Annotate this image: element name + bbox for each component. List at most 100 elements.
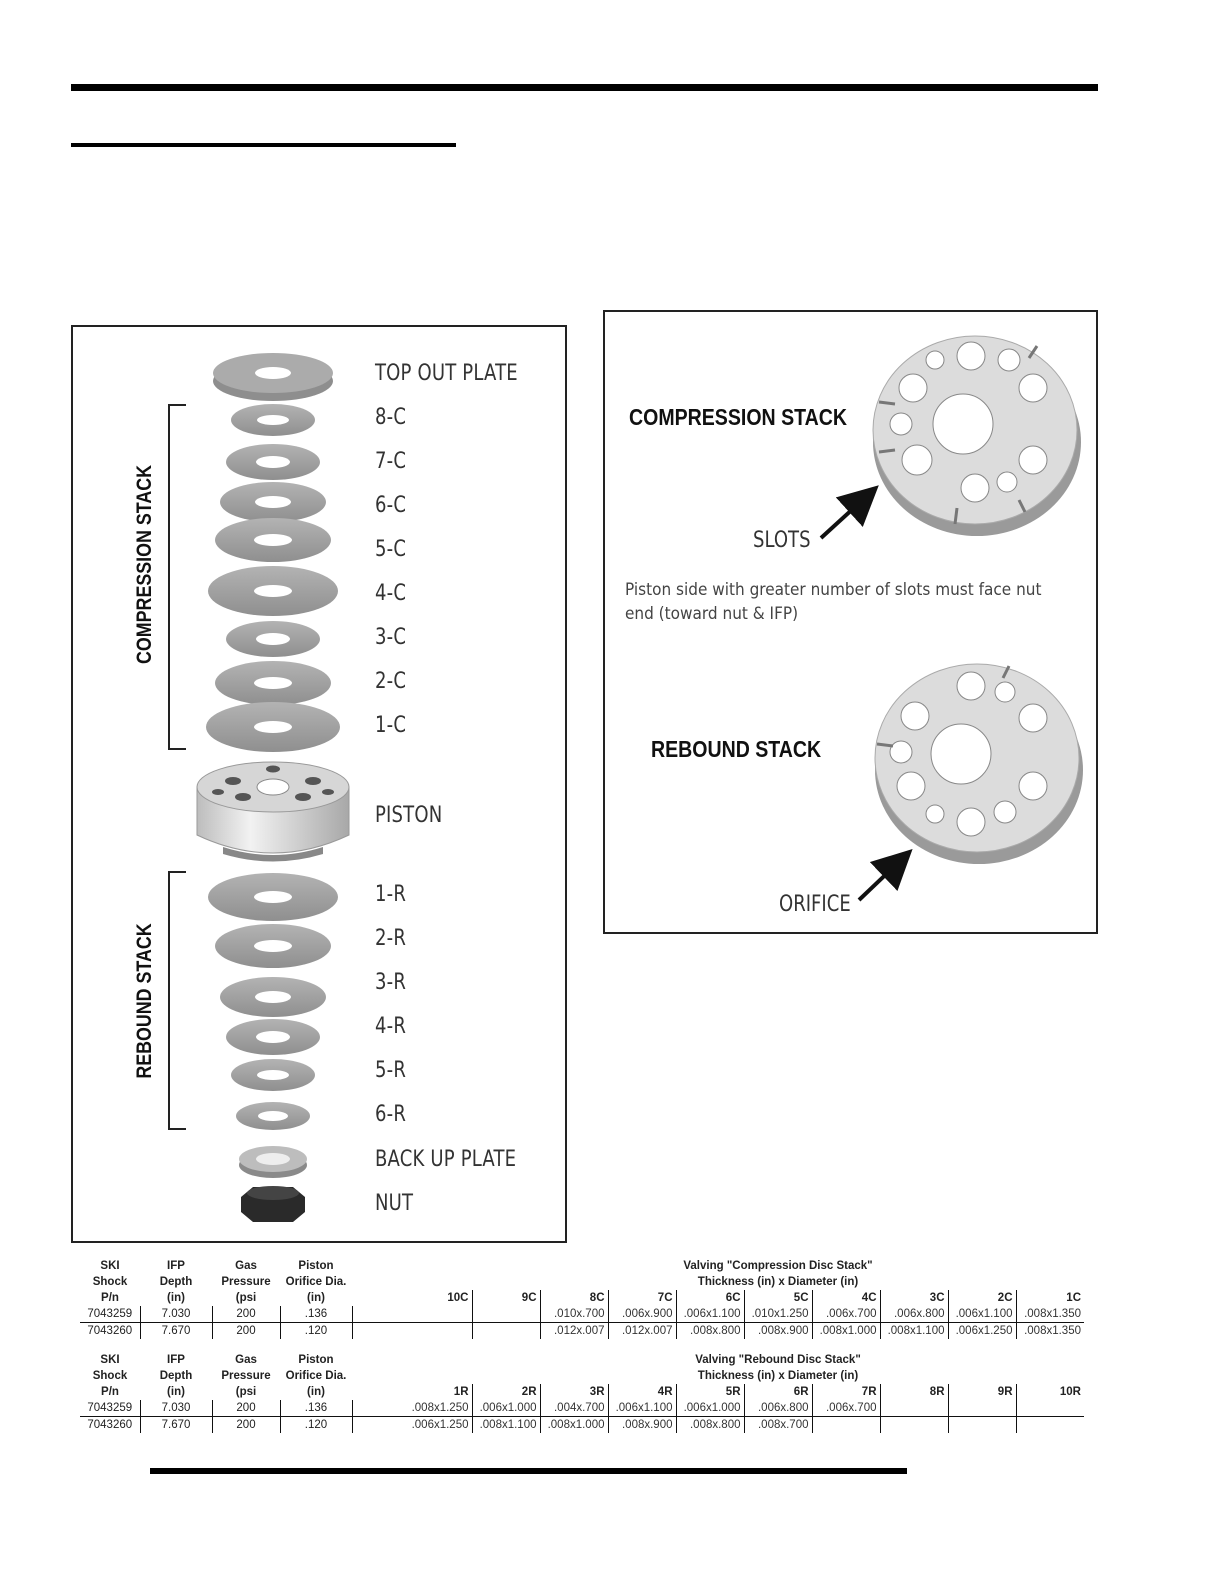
hdr-gas-3: (psi [235,1386,257,1398]
cell-6r: .008x.700 [743,1416,812,1433]
cell-8c: .010x.700 [539,1306,608,1323]
cell-6c: .006x1.100 [675,1306,744,1323]
cell-ifp: 7.030 [139,1306,212,1323]
cell-ifp: 7.670 [139,1322,212,1339]
piston-orientation-diagram: COMPRESSION STACK SLOTS Piston side with… [603,310,1098,934]
hdr-ski-3: P/n [101,1292,119,1304]
compression-side-piston [872,335,1081,536]
col-4r: 4R [607,1384,676,1400]
hdr-gas: Gas [235,1354,257,1366]
hdr-ifp-2: Depth [159,1276,193,1288]
cell-orifice: .136 [279,1306,352,1323]
bottom-rule [150,1468,907,1474]
cell-9r [947,1400,1016,1417]
section-underline [71,143,456,147]
cell-orifice: .136 [279,1400,352,1417]
compression-table-subtitle: Thickness (in) x Diameter (in) [697,1276,859,1288]
cell-5c: .010x1.250 [743,1306,812,1323]
label-3c: 3-C [375,625,407,650]
disc-1c [206,702,340,752]
col-1c: 1C [1015,1290,1084,1306]
compression-bracket [168,404,186,750]
hdr-piston: Piston [298,1260,334,1272]
label-5c: 5-C [375,537,407,562]
col-3c: 3C [879,1290,948,1306]
piston-shape [196,761,350,862]
cell-4r: .008x.900 [607,1416,676,1433]
hdr-ski-3: P/n [101,1386,119,1398]
cell-5c: .008x.900 [743,1322,812,1339]
col-5r: 5R [675,1384,744,1400]
cell-2r: .006x1.000 [471,1400,540,1417]
hdr-ski-2: Shock [92,1276,128,1288]
hdr-ifp-2: Depth [159,1370,193,1382]
label-8c: 8-C [375,405,407,430]
cell-1r: .006x1.250 [351,1416,472,1433]
cell-pn: 7043259 [87,1402,133,1414]
disc-5r [231,1059,315,1091]
cell-5r: .006x1.000 [675,1400,744,1417]
cell-7r [811,1416,880,1433]
hdr-piston: Piston [298,1354,334,1366]
cell-2c: .006x1.100 [947,1306,1016,1323]
label-6c: 6-C [375,493,407,518]
cell-pn: 7043259 [87,1308,133,1320]
cell-5r: .008x.800 [675,1416,744,1433]
disc-6r [236,1102,310,1130]
stack-illustration [168,353,350,1222]
cell-10c [351,1322,472,1339]
cell-10r [1015,1416,1084,1433]
col-10r: 10R [1015,1384,1084,1400]
compression-valving-table: SKI IFP Gas Piston Valving "Compression … [80,1258,1084,1339]
back-up-plate-shape [239,1146,307,1178]
rebound-valving-table: SKI IFP Gas Piston Valving "Rebound Disc… [80,1352,1084,1433]
label-6r: 6-R [375,1102,407,1127]
cell-8r [879,1400,948,1417]
hdr-piston-2: Orifice Dia. [285,1276,347,1288]
cell-4r: .006x1.100 [607,1400,676,1417]
disc-2r [215,924,331,968]
rebound-stack-heading: REBOUND STACK [651,736,822,762]
cell-7c: .006x.900 [607,1306,676,1323]
col-9c: 9C [471,1290,540,1306]
orientation-note: Piston side with greater number of slots… [625,580,1042,624]
cell-ifp: 7.030 [139,1400,212,1417]
cell-2r: .008x1.100 [471,1416,540,1433]
col-6r: 6R [743,1384,812,1400]
disc-7c [226,444,320,480]
label-2c: 2-C [375,669,407,694]
top-rule [71,84,1098,91]
cell-7c: .012x.007 [607,1322,676,1339]
col-1r: 1R [453,1386,469,1398]
disc-3r [220,977,326,1017]
cell-2c: .006x1.250 [947,1322,1016,1339]
table-row: 7043260 7.670 200 .120 .006x1.250 .008x1… [80,1416,1084,1433]
col-7r: 7R [811,1384,880,1400]
hdr-ifp: IFP [167,1260,185,1272]
disc-6c [220,482,326,522]
label-back-up-plate: BACK UP PLATE [375,1147,517,1172]
col-9r: 9R [947,1384,1016,1400]
hdr-gas-2: Pressure [221,1276,271,1288]
label-piston: PISTON [375,803,443,828]
cell-gas: 200 [211,1306,280,1323]
col-4c: 4C [811,1290,880,1306]
top-out-plate-shape [213,353,333,401]
slots-arrow [819,485,879,540]
label-1c: 1-C [375,713,407,738]
valve-stack-diagram: COMPRESSION STACK REBOUND STACK TOP OUT … [71,325,567,1243]
hdr-ski-2: Shock [92,1370,128,1382]
piston-illustrations [819,335,1083,902]
label-5r: 5-R [375,1058,407,1083]
compression-stack-label: COMPRESSION STACK [133,464,156,664]
hdr-gas-2: Pressure [221,1370,271,1382]
disc-3c [226,621,320,657]
table-row: 7043259 7.030 200 .136 .008x1.250 .006x1… [80,1400,1084,1417]
label-nut: NUT [375,1191,414,1216]
hdr-ski: SKI [100,1260,120,1272]
label-2r: 2-R [375,926,407,951]
cell-1c: .008x1.350 [1015,1322,1084,1339]
rebound-side-piston [874,663,1083,864]
disc-1r [208,873,338,921]
slots-callout: SLOTS [753,528,811,553]
